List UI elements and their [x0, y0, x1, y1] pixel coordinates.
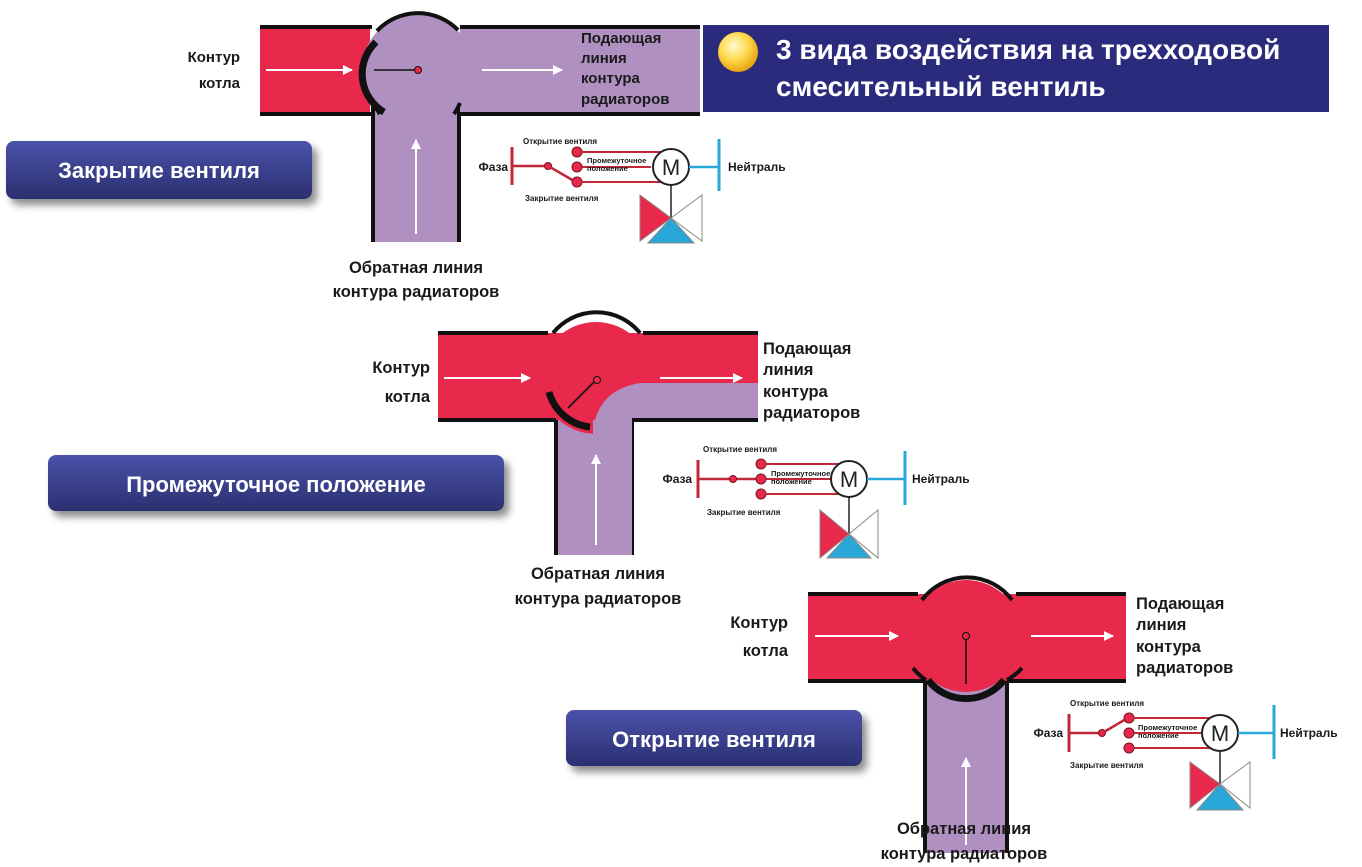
supply-label: радиаторов [763, 404, 860, 422]
valve-port-white [1219, 761, 1251, 810]
intermediate-label: Промежуточное [771, 469, 830, 478]
title-banner: 3 вида воздействия на трехходовой смесит… [703, 25, 1329, 112]
intermediate-label: положение [771, 477, 812, 486]
supply-label: контура [763, 383, 829, 401]
switch-lever [549, 165, 575, 183]
valve-port-red [1189, 761, 1221, 810]
boiler-label: Контур [372, 359, 430, 377]
title-banner-bg [703, 25, 1329, 112]
supply-label: линия [581, 50, 627, 67]
boiler-label: котла [199, 75, 241, 92]
valve-gate [358, 39, 386, 116]
title-line-2: смесительный вентиль [776, 71, 1106, 102]
boiler-label: Контур [730, 614, 788, 632]
return-label: контура радиаторов [333, 283, 500, 301]
state-intermediate-button: Промежуточное положение [48, 455, 504, 511]
control-schematic-closed: Промежуточное положение Открытие вентиля… [478, 137, 786, 244]
open-label: Открытие вентиля [1070, 699, 1144, 708]
valve-port-blue [646, 217, 696, 244]
valve-port-white [848, 508, 879, 560]
open-label: Открытие вентиля [703, 445, 777, 454]
close-label: Закрытие вентиля [707, 508, 781, 517]
supply-label: Подающая [763, 340, 851, 358]
valve-port-red [639, 194, 672, 242]
state-closed-button: Закрытие вентиля [6, 141, 312, 199]
neutral-label: Нейтраль [728, 160, 786, 174]
state-open-diagram: Контур котла Подающая линия контура ради… [730, 575, 1233, 863]
motor-label: M [840, 467, 858, 492]
valve-gate [925, 677, 1007, 703]
supply-label: линия [1136, 616, 1186, 634]
motor-label: M [1211, 721, 1229, 746]
control-schematic-open: Промежуточное положение Открытие вентиля… [1033, 699, 1338, 811]
boiler-label: котла [743, 642, 789, 660]
phase-label: Фаза [478, 160, 508, 174]
supply-label: контура [581, 70, 641, 87]
state-open-button: Открытие вентиля [566, 710, 862, 766]
open-label: Открытие вентиля [523, 137, 597, 146]
supply-label: контура [1136, 638, 1202, 656]
return-label: контура радиаторов [881, 845, 1048, 863]
valve-port-blue [825, 533, 873, 559]
supply-label: радиаторов [581, 91, 669, 108]
supply-label: радиаторов [1136, 659, 1233, 677]
return-label: контура радиаторов [515, 590, 682, 608]
boiler-label: котла [385, 388, 431, 406]
return-label: Обратная линия [897, 820, 1031, 838]
phase-label: Фаза [662, 472, 692, 486]
neutral-label: Нейтраль [912, 472, 970, 486]
switch-lever [1103, 717, 1127, 734]
close-label: Закрытие вентиля [525, 194, 599, 203]
state-open-label: Открытие вентиля [612, 727, 816, 752]
return-label: Обратная линия [531, 565, 665, 583]
valve-port-white [670, 194, 703, 242]
state-closed-diagram: Контур котла Подающая линия контура ради… [188, 11, 700, 301]
motor-label: M [662, 155, 680, 180]
valve-gate [545, 390, 591, 431]
supply-label: линия [763, 361, 813, 379]
sun-icon [718, 32, 758, 72]
close-label: Закрытие вентиля [1070, 761, 1144, 770]
valve-port-blue [1195, 783, 1245, 811]
intermediate-label: положение [1138, 731, 1179, 740]
neutral-label: Нейтраль [1280, 726, 1338, 740]
return-label: Обратная линия [349, 259, 483, 277]
boiler-label: Контур [188, 49, 240, 66]
title-line-1: 3 вида воздействия на трехходовой [776, 34, 1280, 65]
supply-label: Подающая [1136, 595, 1224, 613]
state-intermediate-diagram: Контур котла Подающая линия контура ради… [372, 310, 860, 608]
intermediate-label: Промежуточное [587, 156, 646, 165]
intermediate-label: Промежуточное [1138, 723, 1197, 732]
state-intermediate-label: Промежуточное положение [126, 472, 426, 497]
control-schematic-intermediate: Промежуточное положение Открытие вентиля… [662, 445, 970, 560]
phase-label: Фаза [1033, 726, 1063, 740]
supply-label: Подающая [581, 30, 661, 47]
intermediate-label: положение [587, 164, 628, 173]
state-closed-label: Закрытие вентиля [58, 158, 260, 183]
valve-port-red [819, 508, 850, 560]
